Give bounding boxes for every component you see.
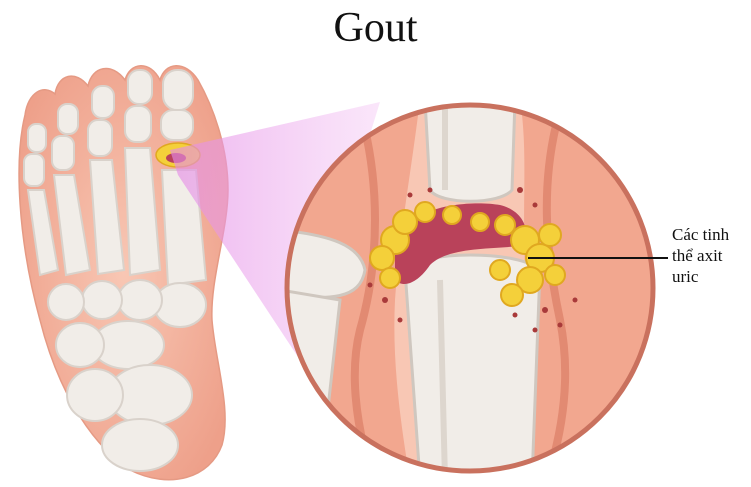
callout-line-2: thể axit (672, 245, 729, 266)
callout-label: Các tinh thể axit uric (672, 224, 729, 287)
upper-bone (425, 100, 515, 201)
callout-line-3: uric (672, 266, 729, 287)
callout-line-1: Các tinh (672, 224, 729, 245)
